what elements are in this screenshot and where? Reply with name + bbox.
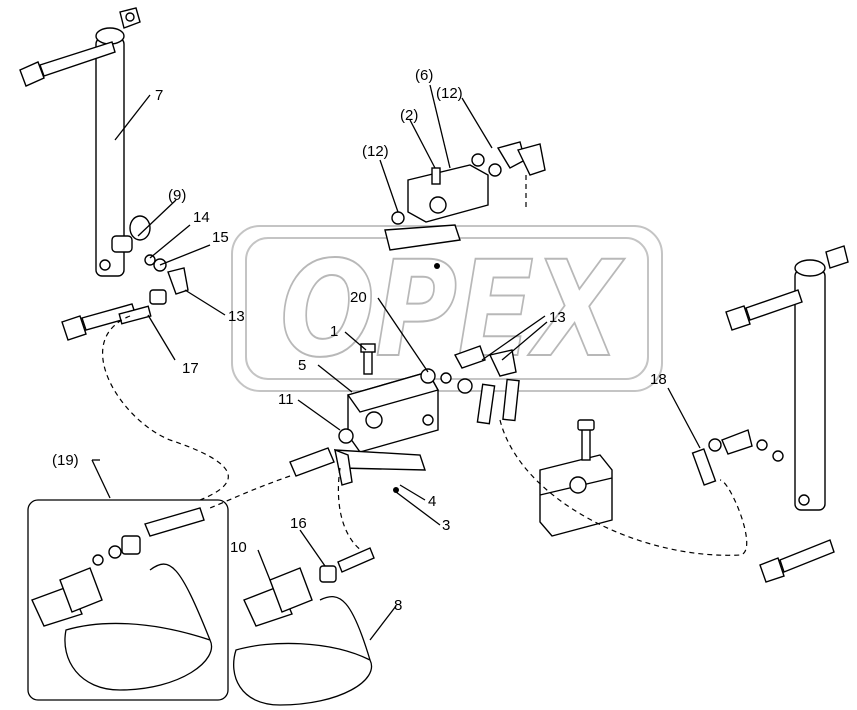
coupling-10 xyxy=(233,547,375,706)
right-cylinder-assembly xyxy=(691,245,849,583)
callout-3: 3 xyxy=(442,517,450,534)
callout-6: (6) xyxy=(415,67,433,84)
callout-11: 11 xyxy=(278,391,294,408)
opex-watermark: OPEX xyxy=(231,225,663,392)
callout-8: 8 xyxy=(394,597,402,614)
left-lower-bolt xyxy=(61,289,167,341)
left-cylinder-assembly xyxy=(19,7,141,277)
callout-5: 5 xyxy=(298,357,306,374)
callout-labels: 7 (9) 14 15 13 17 (6) (2) (12) (12) 20 1… xyxy=(52,67,667,614)
callout-15: 15 xyxy=(212,229,229,246)
watermark-text: OPEX xyxy=(280,233,625,387)
callout-4: 4 xyxy=(428,493,436,510)
callout-19: (19) xyxy=(52,452,79,469)
callout-17: 17 xyxy=(182,360,199,377)
callout-18: 18 xyxy=(650,371,667,388)
callout-20: 20 xyxy=(350,289,367,306)
callout-13-left: 13 xyxy=(228,308,245,325)
callout-1: 1 xyxy=(330,323,338,340)
callout-7: 7 xyxy=(155,87,163,104)
hose-lines xyxy=(101,175,748,556)
upper-valve-block xyxy=(384,141,546,269)
callout-2: (2) xyxy=(400,107,418,124)
central-valve-block xyxy=(289,343,520,493)
callout-12-left: (12) xyxy=(362,143,389,160)
callout-16: 16 xyxy=(290,515,307,532)
callout-13-right: 13 xyxy=(549,309,566,326)
callout-12-top: (12) xyxy=(436,85,463,102)
leader-lines xyxy=(91,84,701,641)
clamp-block xyxy=(539,419,613,537)
callout-10: 10 xyxy=(230,539,247,556)
coupling-box-19 xyxy=(27,499,229,701)
callout-14: 14 xyxy=(193,209,210,226)
callout-9: (9) xyxy=(168,187,186,204)
